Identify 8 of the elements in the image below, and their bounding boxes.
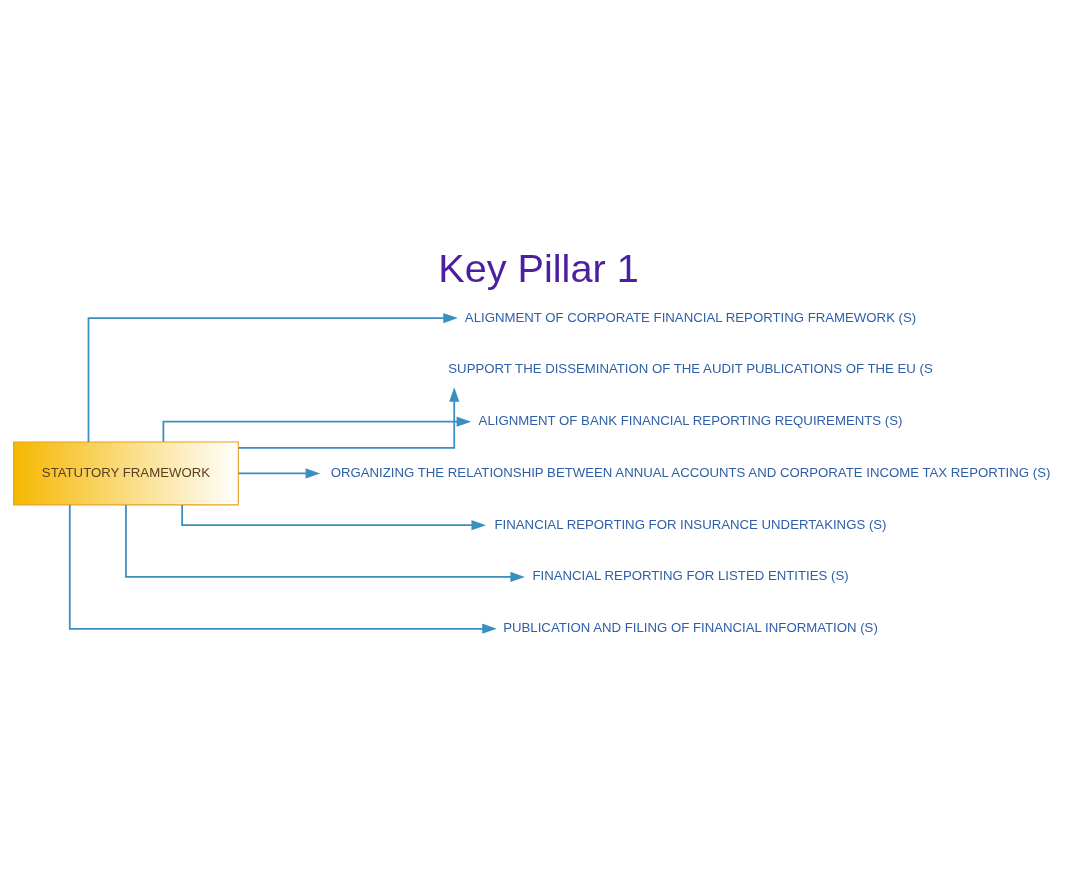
diagram-title: Key Pillar 1: [438, 245, 639, 290]
node-text: PUBLICATION AND FILING OF FINANCIAL INFORMATION (S): [503, 620, 878, 636]
node-text: FINANCIAL REPORTING FOR INSURANCE UNDERTAKINGS (S): [494, 516, 887, 532]
node-text: SUPPORT THE DISSEMINATION OF THE AUDIT PUBLICATIONS OF THE EU (S: [448, 361, 933, 377]
node-text: ALIGNMENT OF BANK FINANCIAL REPORTING REQUIREMENTS (S): [478, 413, 903, 429]
node-text: FINANCIAL REPORTING FOR LISTED ENTITIES (S): [532, 568, 849, 584]
node-text: ORGANIZING THE RELATIONSHIP BETWEEN ANNUAL ACCOUNTS AND CORPORATE INCOME TAX REPORTING (S): [330, 464, 1051, 480]
node-text: ALIGNMENT OF CORPORATE FINANCIAL REPORTING FRAMEWORK (S): [464, 309, 917, 325]
